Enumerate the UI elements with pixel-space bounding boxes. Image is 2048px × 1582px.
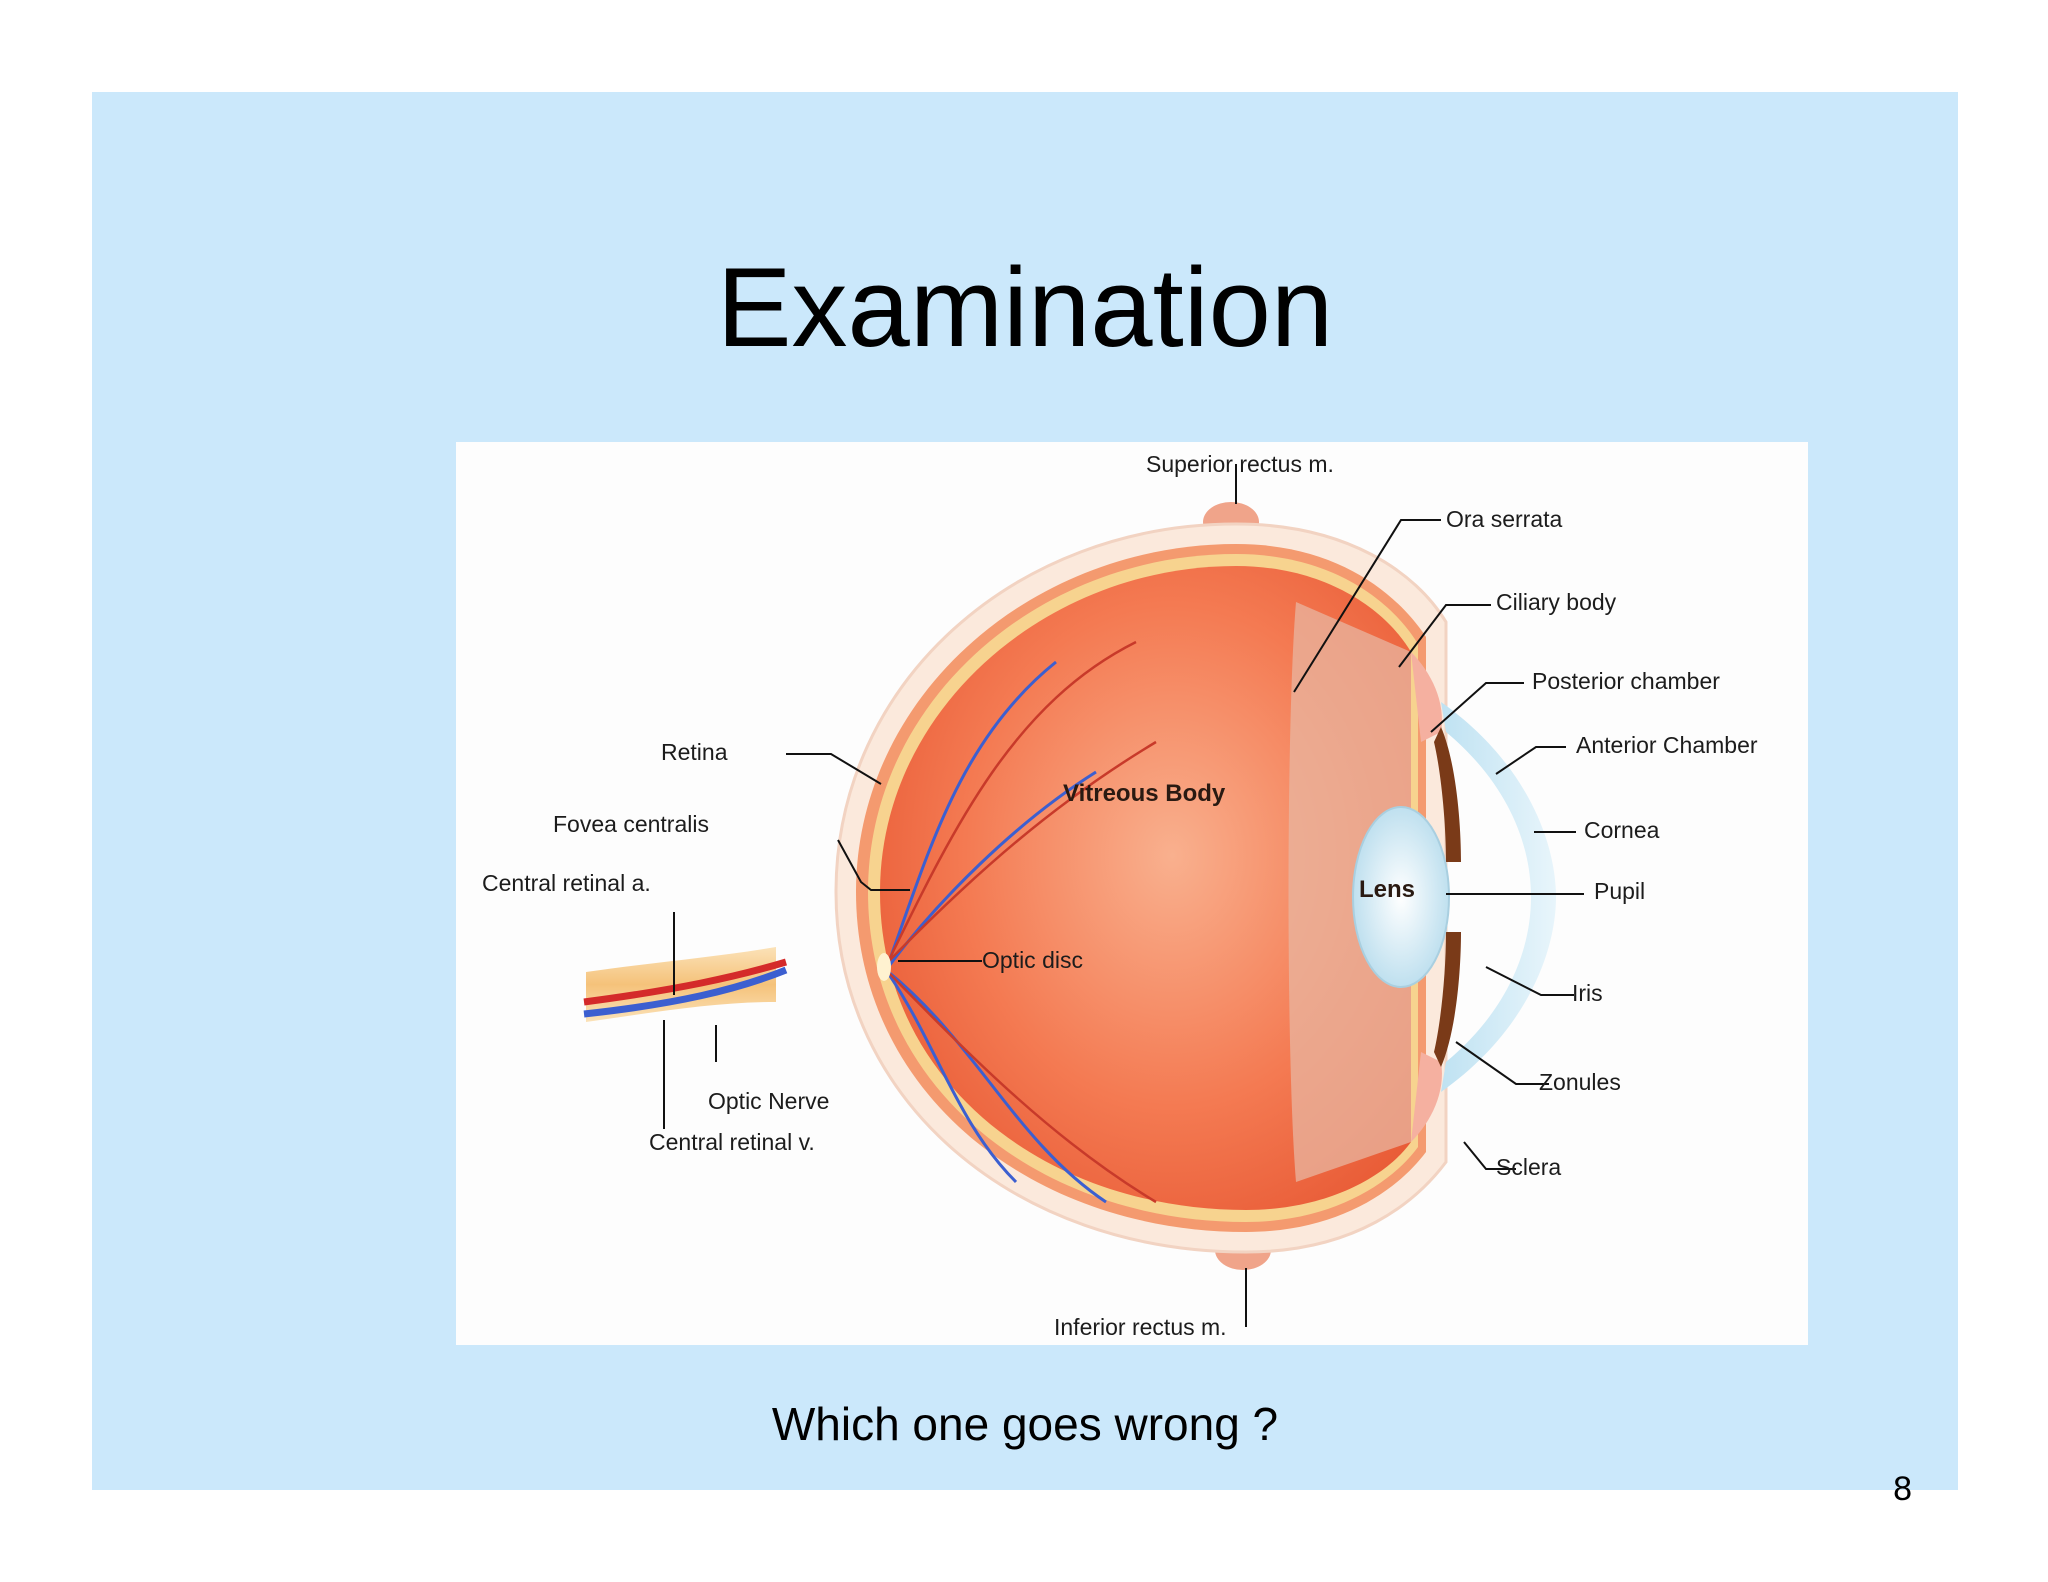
eye-anatomy-diagram: Superior rectus m. Ora serrata Ciliary b… [456,442,1808,1345]
label-optic-nerve: Optic Nerve [708,1088,829,1114]
iris-top [1434,727,1461,862]
retinal-arteries [886,640,1157,1204]
slide-caption: Which one goes wrong ? [771,1398,1279,1450]
label-inferior-rectus: Inferior rectus m. [1054,1314,1227,1340]
cornea [1441,702,1556,1092]
label-retina: Retina [661,739,728,765]
label-zonules: Zonules [1539,1069,1621,1095]
optic-disc [877,953,891,981]
label-lens: Lens [1359,876,1415,903]
central-retinal-artery [583,958,788,1006]
vitreous-body [880,566,1411,1210]
ciliary-body-bottom [1411,1052,1442,1142]
label-central-retinal-artery: Central retinal a. [482,870,651,896]
label-superior-rectus: Superior rectus m. [1146,451,1334,477]
ciliary-body-top [1411,652,1442,742]
label-ciliary-body: Ciliary body [1496,589,1617,615]
label-cornea: Cornea [1584,817,1660,843]
lens [1352,806,1450,988]
label-fovea-centralis: Fovea centralis [553,811,709,837]
leader-lines [663,464,1584,1327]
eye-anatomy-svg: Superior rectus m. Ora serrata Ciliary b… [456,442,1808,1345]
label-iris: Iris [1572,980,1603,1006]
label-sclera: Sclera [1496,1154,1561,1180]
label-anterior-chamber: Anterior Chamber [1576,732,1758,758]
iris-bottom [1434,932,1461,1067]
label-ora-serrata: Ora serrata [1446,506,1563,532]
label-posterior-chamber: Posterior chamber [1532,668,1720,694]
page-number: 8 [1893,1470,1912,1508]
central-retinal-vein [583,966,788,1018]
label-pupil: Pupil [1594,878,1645,904]
ciliary-region [1288,602,1411,1182]
slide-title: Examination [716,245,1334,370]
slide: Examination [92,92,1958,1508]
label-vitreous-body: Vitreous Body [1063,780,1226,807]
label-central-retinal-vein: Central retinal v. [649,1129,815,1155]
label-optic-disc: Optic disc [982,947,1083,973]
